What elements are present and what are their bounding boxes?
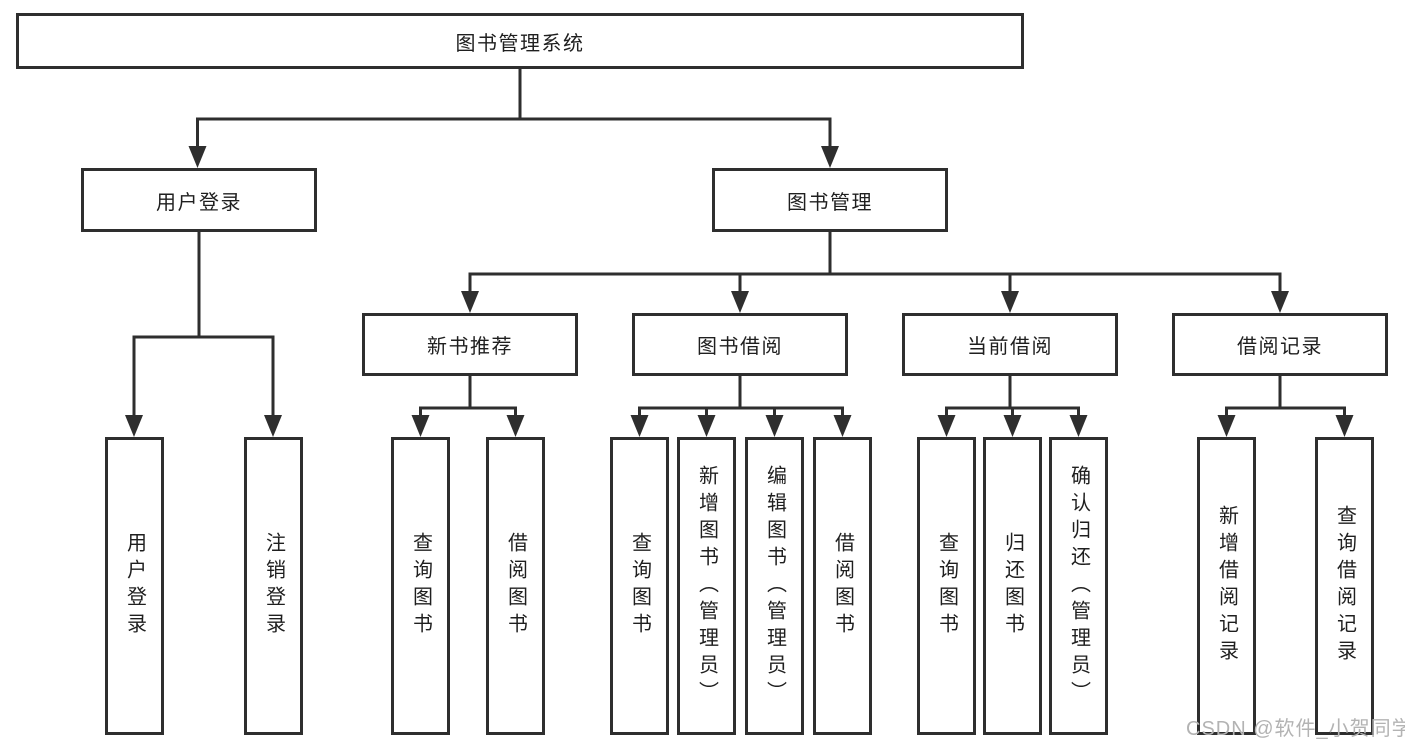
node-root: 图书管理系统 [16, 13, 1024, 69]
node-user-login: 用户登录 [81, 168, 317, 232]
node-current-borrowing-label: 当前借阅 [967, 336, 1053, 358]
leaf-user-login: 用户登录 [105, 437, 164, 735]
node-borrowing-records-label: 借阅记录 [1237, 336, 1323, 358]
leaf-confirm-return-admin-label: 确认归还（管理员） [1067, 464, 1090, 708]
leaf-confirm-return-admin: 确认归还（管理员） [1049, 437, 1108, 735]
leaf-return-book: 归还图书 [983, 437, 1042, 735]
leaf-edit-book-admin: 编辑图书（管理员） [745, 437, 804, 735]
node-new-book-recommend-label: 新书推荐 [427, 336, 513, 358]
leaf-add-book-admin-label: 新增图书（管理员） [695, 464, 718, 708]
node-book-management: 图书管理 [712, 168, 948, 232]
leaf-logout: 注销登录 [244, 437, 303, 735]
node-current-borrowing: 当前借阅 [902, 313, 1118, 376]
leaf-borrow-books-borrowing-label: 借阅图书 [831, 532, 854, 640]
watermark: CSDN @软件_小贺同学 [1186, 718, 1405, 740]
node-book-management-label: 图书管理 [787, 191, 873, 214]
leaf-add-borrow-record-label: 新增借阅记录 [1215, 505, 1238, 667]
leaf-query-books-recommend: 查询图书 [391, 437, 450, 735]
leaf-query-borrow-record: 查询借阅记录 [1315, 437, 1374, 735]
node-new-book-recommend: 新书推荐 [362, 313, 578, 376]
connector-paths [132, 68, 1346, 417]
leaf-query-books-borrowing-label: 查询图书 [628, 532, 651, 640]
node-borrowing-records: 借阅记录 [1172, 313, 1388, 376]
leaf-add-book-admin: 新增图书（管理员） [677, 437, 736, 735]
node-book-borrowing: 图书借阅 [632, 313, 848, 376]
leaf-borrow-books-recommend: 借阅图书 [486, 437, 545, 735]
leaf-query-books-recommend-label: 查询图书 [409, 532, 432, 640]
leaf-edit-book-admin-label: 编辑图书（管理员） [763, 464, 786, 708]
leaf-query-books-borrowing: 查询图书 [610, 437, 669, 735]
leaf-borrow-books-recommend-label: 借阅图书 [504, 532, 527, 640]
node-root-label: 图书管理系统 [455, 32, 585, 55]
node-user-login-label: 用户登录 [156, 191, 242, 214]
leaf-borrow-books-borrowing: 借阅图书 [813, 437, 872, 735]
leaf-return-book-label: 归还图书 [1001, 532, 1024, 640]
leaf-query-books-current: 查询图书 [917, 437, 976, 735]
leaf-logout-label: 注销登录 [262, 532, 285, 640]
arrowheads [125, 146, 1354, 437]
leaf-query-books-current-label: 查询图书 [935, 532, 958, 640]
leaf-add-borrow-record: 新增借阅记录 [1197, 437, 1256, 735]
node-book-borrowing-label: 图书借阅 [697, 336, 783, 358]
leaf-user-login-label: 用户登录 [123, 532, 146, 640]
leaf-query-borrow-record-label: 查询借阅记录 [1333, 505, 1356, 667]
